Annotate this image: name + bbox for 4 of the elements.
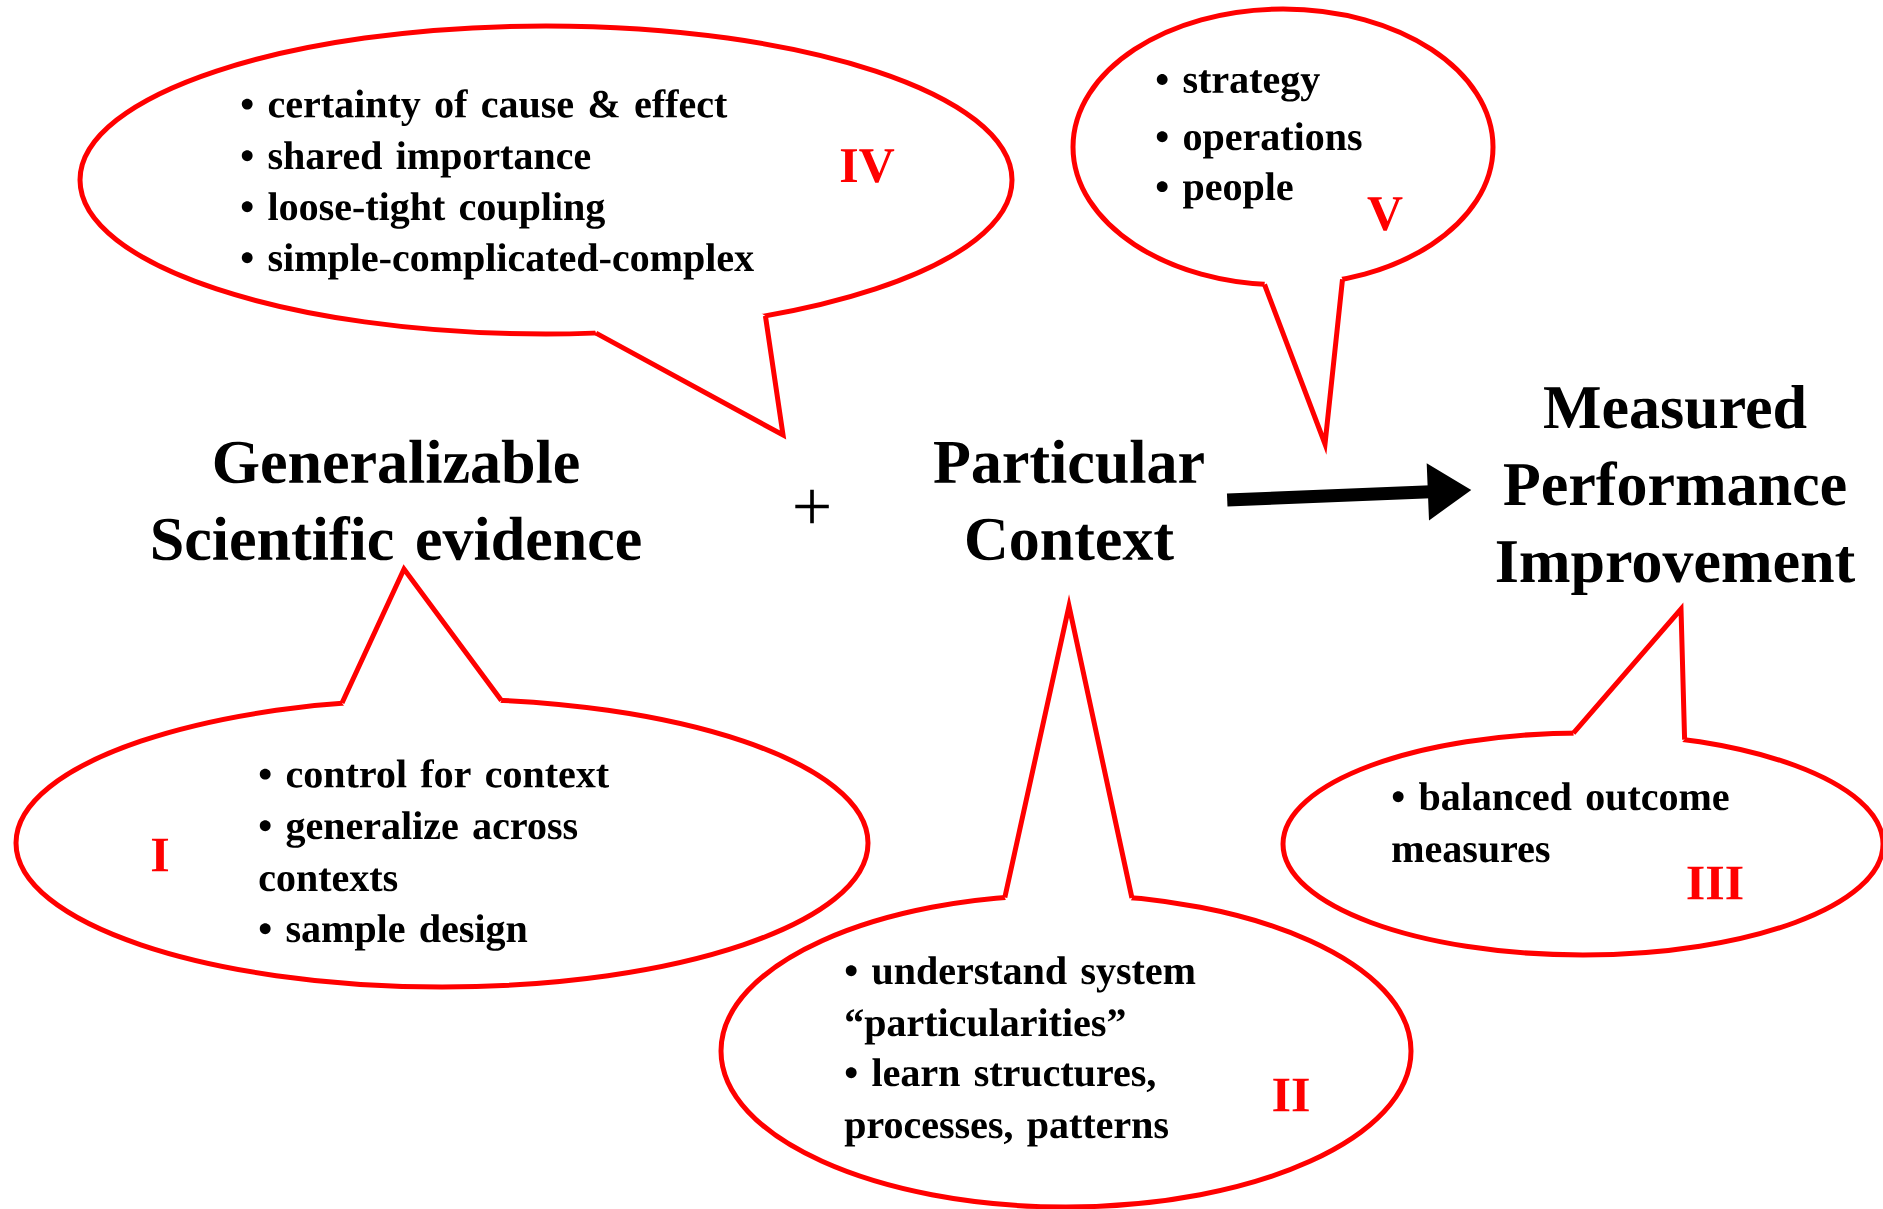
plus-sign: + xyxy=(795,489,829,524)
heading-text: Generalizable Scientific evidence xyxy=(153,439,641,561)
heading-text: Particular Context xyxy=(934,439,1204,561)
heading-text: Measured Performance Improvement xyxy=(1496,384,1855,596)
